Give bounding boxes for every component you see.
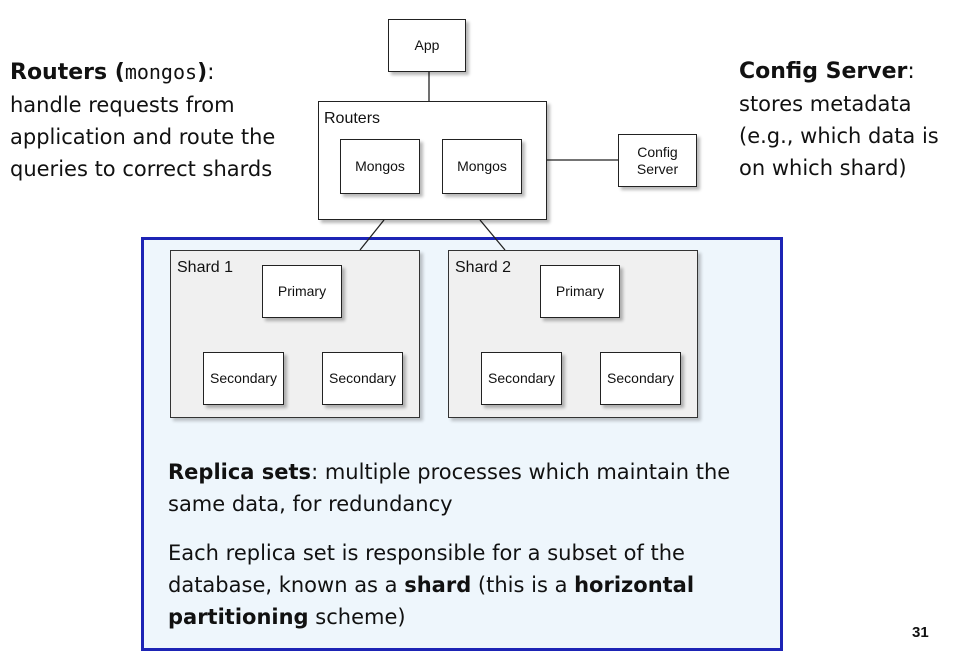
app-label: App — [414, 37, 440, 54]
routers-label: Routers — [324, 110, 381, 127]
mongos-box-2: Mongos — [442, 139, 522, 194]
config-server-note: Config Server: stores metadata (e.g., wh… — [739, 56, 954, 184]
horizontal-partitioning-term: horizontal partitioning — [168, 573, 695, 629]
shard-1-primary: Primary — [262, 265, 342, 318]
config-note-line: stores metadata — [739, 92, 912, 116]
mongos-label: Mongos — [355, 158, 405, 175]
routers-note: Routers (mongos): handle requests from a… — [10, 56, 310, 185]
shard-1-secondary-1: Secondary — [203, 352, 284, 405]
config-title-word: Config Server — [739, 59, 908, 84]
shard-2-label: Shard 2 — [455, 259, 512, 276]
app-box: App — [388, 19, 466, 72]
line-routers-shard2 — [479, 219, 506, 251]
secondary-label: Secondary — [488, 370, 555, 387]
shard-text-c: scheme) — [308, 605, 406, 629]
config-title-colon: : — [907, 59, 915, 84]
replica-sets-term: Replica sets — [168, 460, 312, 484]
config-server-box: Config Server — [618, 134, 697, 187]
config-server-label: Config Server — [636, 144, 679, 177]
mongos-label: Mongos — [457, 158, 507, 175]
config-note-line: on which shard) — [739, 156, 907, 180]
shard-description: Each replica set is responsible for a su… — [168, 537, 768, 633]
secondary-label: Secondary — [607, 370, 674, 387]
secondary-label: Secondary — [210, 370, 277, 387]
shard-text-b: (this is a — [471, 573, 575, 597]
config-note-line: (e.g., which data is — [739, 124, 939, 148]
replica-sets-definition: : multiple processes which maintain the … — [168, 460, 731, 516]
routers-note-title: Routers (mongos): — [10, 56, 310, 89]
routers-note-line: queries to correct shards — [10, 157, 273, 181]
shard-2-secondary-1: Secondary — [481, 352, 562, 405]
secondary-label: Secondary — [329, 370, 396, 387]
routers-title-word: Routers ( — [10, 60, 125, 85]
shard-1-secondary-2: Secondary — [322, 352, 403, 405]
line-routers-shard1 — [359, 219, 385, 251]
shard-2-primary: Primary — [540, 265, 620, 318]
mongos-box-1: Mongos — [340, 139, 420, 194]
config-note-title: Config Server: — [739, 56, 954, 88]
routers-title-end: ) — [197, 60, 208, 85]
slide-number: 31 — [912, 624, 929, 641]
shard-2-secondary-2: Secondary — [600, 352, 681, 405]
replica-sets-description: Replica sets: multiple processes which m… — [168, 456, 768, 520]
primary-label: Primary — [277, 283, 327, 300]
routers-title-code: mongos — [124, 60, 198, 84]
routers-note-line: application and route the — [10, 125, 276, 149]
primary-label: Primary — [555, 283, 605, 300]
shard-text-a: Each replica set is responsible for a su… — [168, 541, 685, 597]
routers-note-line: handle requests from — [10, 93, 235, 117]
routers-title-colon: : — [207, 60, 215, 85]
shard-term: shard — [404, 573, 472, 597]
shard-1-label: Shard 1 — [177, 259, 234, 276]
